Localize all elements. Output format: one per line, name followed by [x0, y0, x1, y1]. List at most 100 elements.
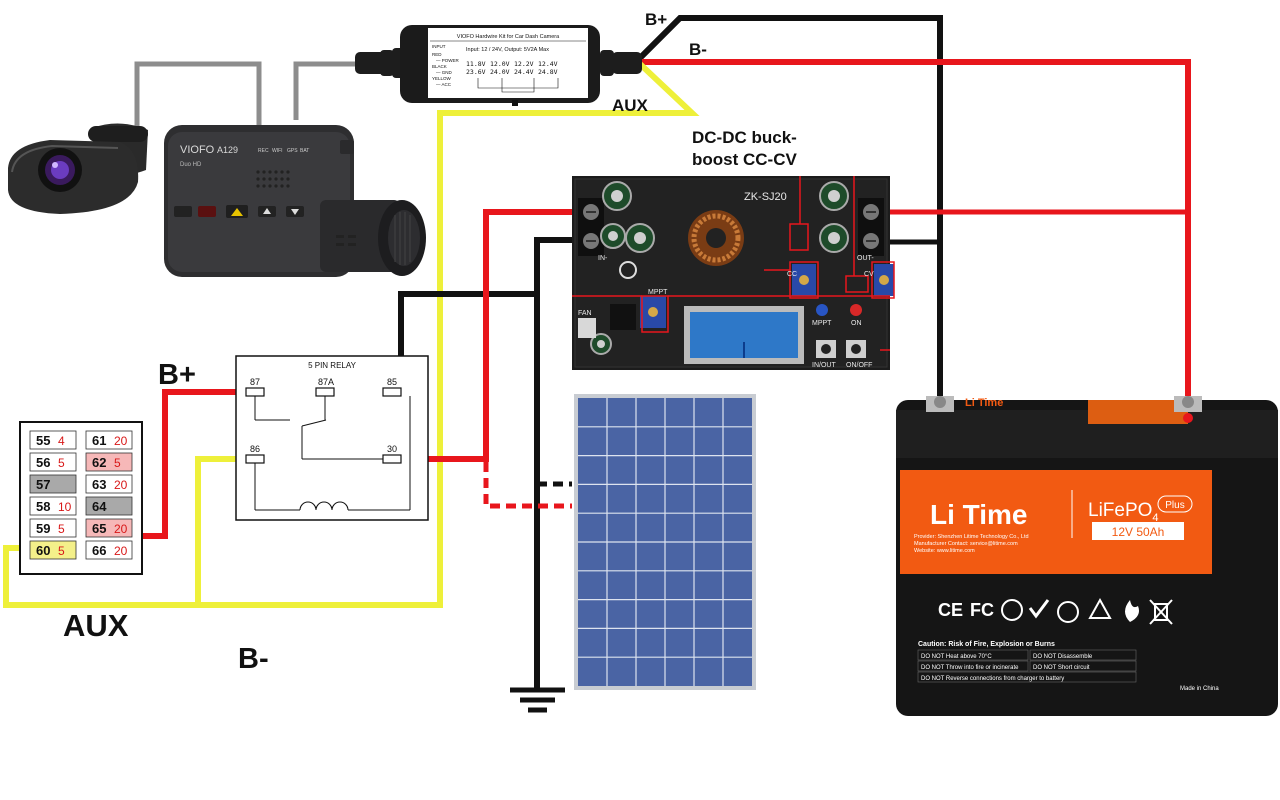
- svg-text:— POWER: — POWER: [436, 58, 460, 63]
- fuse-slot: [85, 496, 133, 516]
- fuse-number: 56: [36, 455, 50, 470]
- recycle-icon: [1088, 597, 1112, 619]
- svg-text:Provider: Shenzhen Litime Tech: Provider: Shenzhen Litime Technology Co.…: [914, 534, 1029, 540]
- battery-chem: LiFePO4: [1088, 500, 1159, 524]
- svg-text:12.4V: 12.4V: [538, 60, 558, 68]
- b-plus-wire-top: [640, 59, 1191, 400]
- battery-terminals: [926, 396, 1202, 423]
- fuse-slot: [29, 474, 77, 494]
- svg-text:ON/OFF: ON/OFF: [846, 362, 872, 369]
- dash-camera: VIOFO A129 Duo HD REC WIFI GPS BAT: [164, 125, 426, 277]
- battery-plus: Plus: [1165, 500, 1184, 511]
- fuse-amp: 4: [58, 434, 65, 448]
- battery-made-in: Made in China: [1180, 686, 1219, 692]
- fuse-number: 64: [92, 499, 107, 514]
- dashcam-buttons: [174, 205, 304, 218]
- svg-text:DO NOT Disassemble: DO NOT Disassemble: [1033, 654, 1093, 660]
- svg-text:DO NOT Heat above 70°C: DO NOT Heat above 70°C: [921, 654, 992, 660]
- fuse-number: 65: [92, 521, 106, 536]
- svg-text:Website: www.litime.com: Website: www.litime.com: [914, 548, 975, 554]
- fuse-amp: 20: [114, 522, 128, 536]
- svg-text:CC: CC: [787, 271, 797, 278]
- fuse-slot: [29, 540, 77, 560]
- svg-text:CV: CV: [864, 271, 874, 278]
- svg-text:BLACK: BLACK: [432, 64, 447, 69]
- fuse-number: 55: [36, 433, 50, 448]
- svg-text:24.4V: 24.4V: [514, 68, 534, 76]
- fuse-amp: 20: [114, 478, 128, 492]
- warning-icon: [231, 208, 243, 216]
- fuse-amp: 5: [114, 456, 121, 470]
- fuse-slot: [85, 540, 133, 560]
- fuse-amp: 5: [58, 544, 65, 558]
- check-icon: [1028, 599, 1050, 619]
- fuse-number: 66: [92, 543, 106, 558]
- battery: Li Time Li Time LiFePO4 Plus 12V 50Ah Pr…: [896, 396, 1278, 716]
- svg-text:YELLOW: YELLOW: [432, 76, 452, 81]
- battery-top-brand: Li Time: [965, 397, 1003, 409]
- battery-caution: Caution: Risk of Fire, Explosion or Burn…: [918, 641, 1055, 648]
- fuse-slot: [85, 452, 133, 472]
- fuse-slot: [29, 496, 77, 516]
- svg-text:12.0V: 12.0V: [490, 60, 510, 68]
- fuse-amp: 5: [58, 456, 65, 470]
- board-model: ZK-SJ20: [744, 191, 787, 203]
- svg-text:GPS: GPS: [287, 148, 298, 154]
- relay-pin-85: 85: [387, 377, 397, 387]
- buck-label-line1: DC-DC buck-: [692, 128, 797, 147]
- battery-warnings: DO NOT Heat above 70°C DO NOT Disassembl…: [917, 649, 1137, 683]
- dashcam-brand: VIOFO: [180, 144, 215, 156]
- dashcam-subtitle: Duo HD: [180, 162, 202, 168]
- b-minus-wire-top: [637, 15, 943, 400]
- aux-wire: [3, 61, 700, 608]
- svg-text:— GND: — GND: [436, 70, 453, 75]
- svg-text:12.2V: 12.2V: [514, 60, 534, 68]
- bin-crossed-icon: [1149, 599, 1173, 625]
- svg-text:DO NOT Throw into fire or inci: DO NOT Throw into fire or incinerate: [921, 665, 1019, 671]
- relay-title: 5 PIN RELAY: [308, 361, 357, 370]
- dashcam-status-labels: REC WIFI GPS BAT: [258, 148, 309, 154]
- svg-text:REC: REC: [258, 148, 269, 154]
- fuse-slot: [29, 518, 77, 538]
- fuse-slot: [29, 452, 77, 472]
- hardwire-kit-spec: Input: 12 / 24V, Output: 5V2A Max: [466, 47, 549, 53]
- board-in-minus-wire: [534, 237, 585, 690]
- fuse-number: 57: [36, 477, 50, 492]
- aux-wire-relay: [195, 456, 246, 605]
- recycle-li-icon: [1057, 601, 1079, 623]
- svg-text:Manufacturer Contact: service@: Manufacturer Contact: service@litime.com: [914, 541, 1018, 547]
- svg-text:FAN: FAN: [578, 310, 592, 317]
- battery-brand: Li Time: [930, 499, 1028, 530]
- fuse-number: 58: [36, 499, 50, 514]
- svg-text:DO NOT Reverse connections fro: DO NOT Reverse connections from charger …: [921, 676, 1064, 682]
- hardwire-kit-title: VIOFO Hardwire Kit for Car Dash Camera: [457, 34, 560, 40]
- relay-pin-87a: 87A: [318, 377, 334, 387]
- fuse-amp: 10: [58, 500, 72, 514]
- svg-text:DO NOT Short circuit: DO NOT Short circuit: [1033, 665, 1090, 671]
- buck-boost-board: ZK-SJ20 IN- OUT- CC CV MPPT FAN IN/OUT O…: [572, 176, 895, 370]
- svg-text:MPPT: MPPT: [812, 320, 832, 327]
- fuse-number: 62: [92, 455, 106, 470]
- svg-text:11.8V: 11.8V: [466, 60, 486, 68]
- relay-pin-86: 86: [250, 444, 260, 454]
- svg-text:23.6V: 23.6V: [466, 68, 486, 76]
- fire-icon: [1125, 600, 1139, 622]
- fuse-amp: 20: [114, 544, 128, 558]
- b-plus-top-label: B+: [645, 10, 667, 29]
- b-minus-top-label: B-: [689, 40, 707, 59]
- solar-panel: [574, 394, 756, 690]
- svg-text:— ACC: — ACC: [436, 82, 452, 87]
- fuse-slot: [85, 430, 133, 450]
- fuse-slot: [29, 430, 77, 450]
- fc-icon: FC: [970, 600, 994, 620]
- hardwire-kit-legend: INPUT RED — POWER BLACK — GND YELLOW — A…: [432, 44, 460, 87]
- fuse-amp: 5: [58, 522, 65, 536]
- relay-pin-30: 30: [387, 444, 397, 454]
- hardwire-kit: VIOFO Hardwire Kit for Car Dash Camera I…: [355, 25, 642, 106]
- relay-30-wire: [401, 209, 585, 462]
- up-arrow-icon: [263, 208, 271, 214]
- fuse-amp: 20: [114, 434, 128, 448]
- svg-text:IN-: IN-: [598, 255, 608, 262]
